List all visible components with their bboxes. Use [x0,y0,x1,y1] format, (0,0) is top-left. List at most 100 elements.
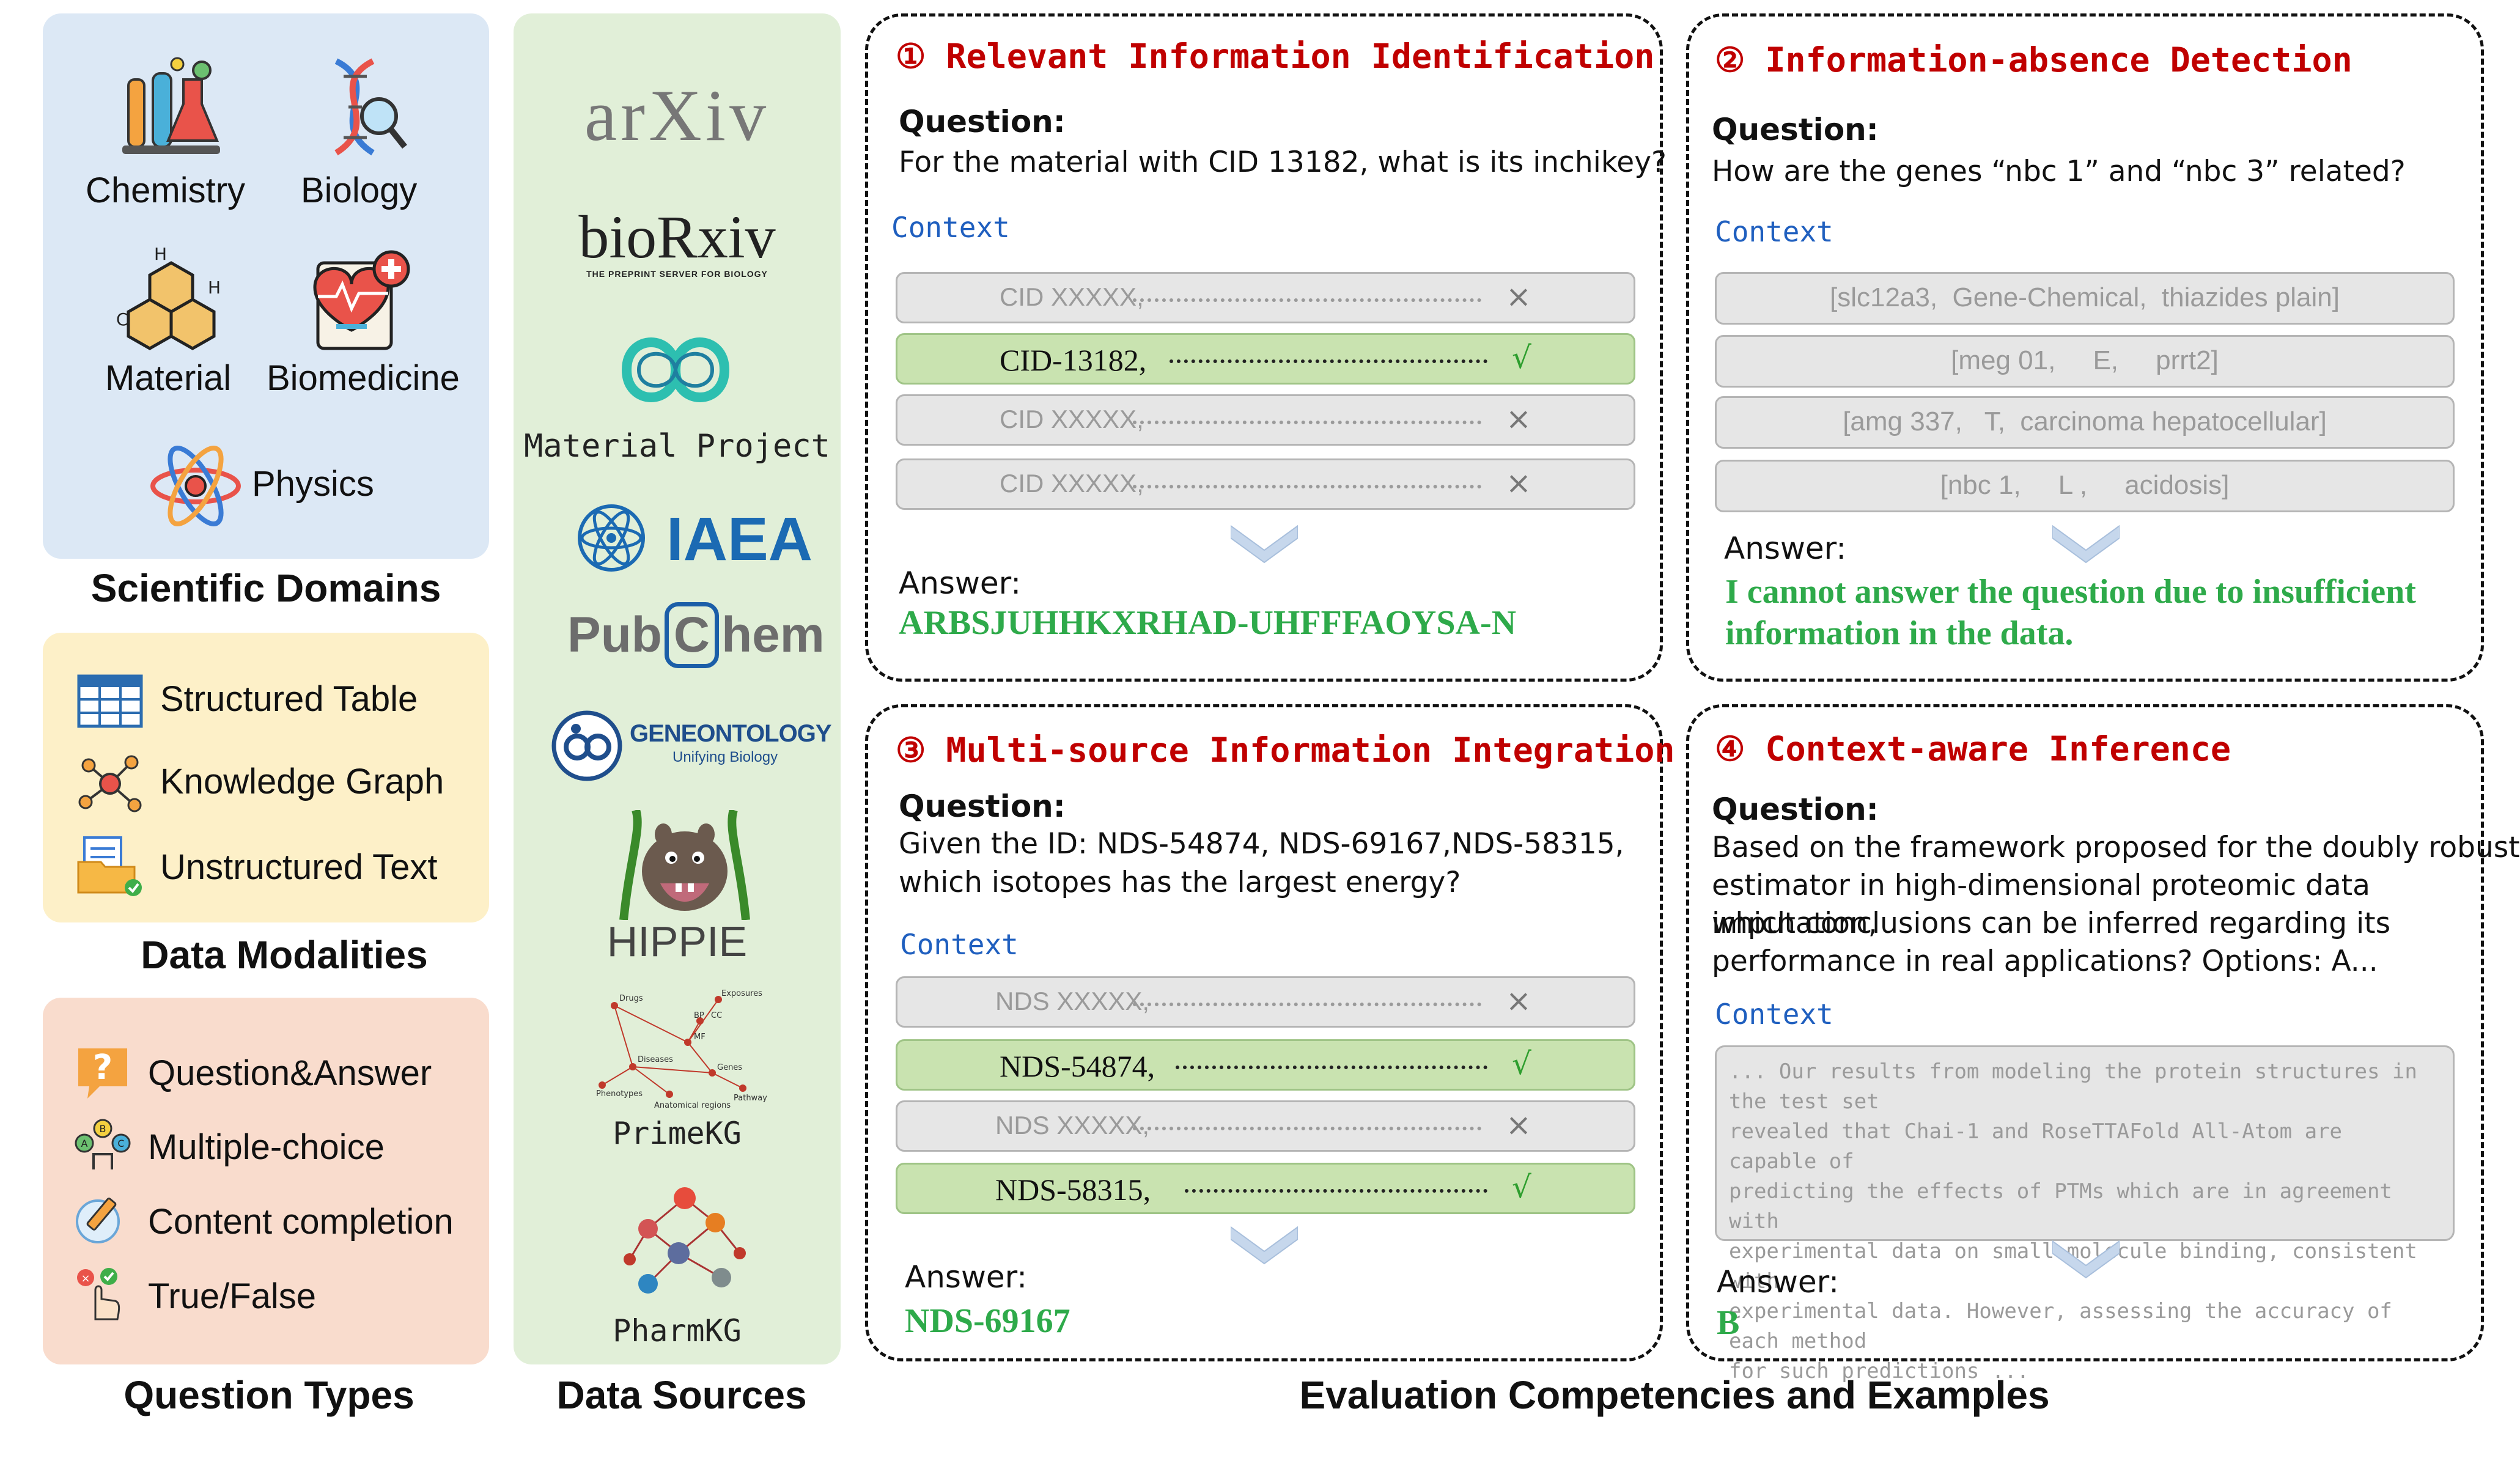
primekg-node-mf: MF [694,1033,706,1042]
panel4-title: ④ Context-aware Inference [1715,729,2231,768]
panel4-question-line: estimator in high-dimensional proteomic … [1712,869,2370,940]
cross-icon: × [1506,279,1531,314]
domain-biomedicine-label: Biomedicine [267,358,460,398]
dna-icon [334,58,407,156]
check-icon: √ [1512,1046,1531,1081]
panel2-context-label: Context [1715,215,1833,248]
modality-unstructured-text-label: Unstructured Text [160,847,438,887]
panel-context-aware-inference [1686,704,2484,1361]
panel1-context-row: CID XXXXX, × [896,394,1635,446]
panel-multi-source-information-integration [865,704,1663,1361]
panel4-context-line: ... Our results from modeling the protei… [1729,1059,2417,1114]
panel2-context-triple: [amg 337, T, carcinoma hepatocellular] [1715,396,2455,449]
panel2-question-label: Question: [1712,112,1879,147]
panel3-context-label: Context [900,928,1019,961]
caption-question-types: Question Types [123,1373,414,1417]
biorxiv-tagline: THE PREPRINT SERVER FOR BIOLOGY [586,269,768,279]
panel3-context-row-match: NDS-54874, √ [896,1039,1635,1091]
primekg-graph-icon: Drugs Exposures BP CC MF Diseases Genes … [596,989,767,1110]
material-project-icon [621,337,730,402]
svg-text:A: A [81,1138,88,1149]
panel2-answer-label: Answer: [1724,531,1847,566]
true-false-hand-icon: × [77,1268,120,1320]
knowledge-graph-icon [78,755,142,812]
domain-chemistry-label: Chemistry [86,171,246,210]
check-icon: √ [1512,1169,1531,1205]
panel3-question-line1: Given the ID: NDS-54874, NDS-69167,NDS-5… [899,827,1624,861]
panel3-question-label: Question: [899,789,1066,824]
svg-text:?: ? [93,1048,112,1088]
panel4-question-line: performance in real applications? Option… [1712,944,2378,978]
panel3-answer-label: Answer: [905,1259,1028,1295]
pharmkg-graph-icon [624,1187,746,1294]
panel2-answer-line2: information in the data. [1725,614,2074,652]
chevron-down-icon [1231,1226,1298,1265]
panel1-context-row: CID XXXXX, × [896,458,1635,510]
panel4-answer-label: Answer: [1717,1264,1840,1300]
modality-knowledge-graph-label: Knowledge Graph [160,762,444,801]
scientific-domains-box [43,13,489,559]
panel2-context-triple: [meg 01, E, prrt2] [1715,335,2455,388]
biorxiv-logo-text: bioRxiv [578,203,776,271]
pubchem-text-pub: Pub [567,607,662,663]
cross-icon: × [1506,401,1531,436]
primekg-node-anatomical: Anatomical regions [654,1101,731,1110]
chevron-down-icon [2052,525,2120,564]
panel4-context-label: Context [1715,998,1833,1031]
panel3-context-row: NDS XXXXX, × [896,1100,1635,1152]
panel-relevant-information-identification [865,13,1663,682]
primekg-node-diseases: Diseases [638,1055,673,1064]
panel3-question-line2: which isotopes has the largest energy? [899,866,1461,899]
panel2-context-triple: [nbc 1, L , acidosis] [1715,460,2455,512]
chevron-down-icon [2052,1240,2120,1279]
geneontology-tagline: Unifying Biology [672,749,778,765]
panel2-answer-line1: I cannot answer the question due to insu… [1725,573,2416,611]
primekg-node-phenotypes: Phenotypes [596,1089,643,1099]
domain-biology-label: Biology [301,171,418,210]
panel3-context-row-match: NDS-58315, √ [896,1163,1635,1214]
data-sources-box [514,13,841,1364]
hippo-mascot-icon [619,810,750,920]
panel3-answer: NDS-69167 [905,1302,1070,1340]
panel1-answer-label: Answer: [899,565,1022,601]
panel-information-absence-detection [1686,13,2484,682]
panel4-context-passage: ... Our results from modeling the protei… [1715,1045,2455,1383]
medical-report-icon [313,250,410,350]
modality-structured-table-label: Structured Table [160,679,418,719]
domain-physics-label: Physics [252,464,374,504]
panel1-question-text: For the material with CID 13182, what is… [899,145,1667,179]
qtype-qa-label: Question&Answer [148,1053,432,1093]
svg-text:C: C [117,1138,124,1149]
qtype-multiple-choice-label: Multiple-choice [148,1127,385,1167]
panel3-title: ③ Multi-source Information Integration [896,731,1675,770]
qtype-true-false-label: True/False [148,1276,317,1316]
panel4-question-line: which conclusions can be inferred regard… [1712,907,2391,940]
panel4-context-line: predicting the effects of PTMs which are… [1729,1179,2392,1234]
primekg-node-exposures: Exposures [721,989,762,998]
pubchem-text-c: C [664,602,720,668]
pubchem-text-hem: hem [721,607,825,663]
panel1-answer: ARBSJUHHKXRHAD-UHFFFAOYSA-N [899,604,1517,642]
svg-text:H: H [208,278,221,298]
caption-data-sources: Data Sources [556,1373,807,1417]
geneontology-icon [551,710,622,781]
chemistry-icon [122,57,220,154]
primekg-node-pathways: Pathways [734,1094,767,1103]
panel4-context-line: experimental data. However, assessing th… [1729,1299,2392,1353]
panel4-context-line: for such predictions ... [1729,1359,2030,1383]
svg-text:B: B [100,1123,106,1135]
panel1-question-label: Question: [899,104,1066,139]
chevron-down-icon [1231,525,1298,564]
panel4-context-line: revealed that Chai-1 and RoseTTAFold All… [1729,1119,2343,1174]
cross-icon: × [1506,465,1531,501]
primekg-text: PrimeKG [613,1116,742,1151]
iaea-emblem-icon [578,504,645,572]
primekg-node-cc: CC [711,1011,722,1020]
panel1-context-row-match: CID-13182, √ [896,333,1635,385]
table-icon [77,674,143,728]
cross-icon: × [1506,1107,1531,1143]
panel1-context-row: CID XXXXX, × [896,272,1635,323]
primekg-node-drugs: Drugs [619,994,643,1003]
pencil-circle-icon [76,1198,120,1243]
cross-icon: × [1506,983,1531,1018]
